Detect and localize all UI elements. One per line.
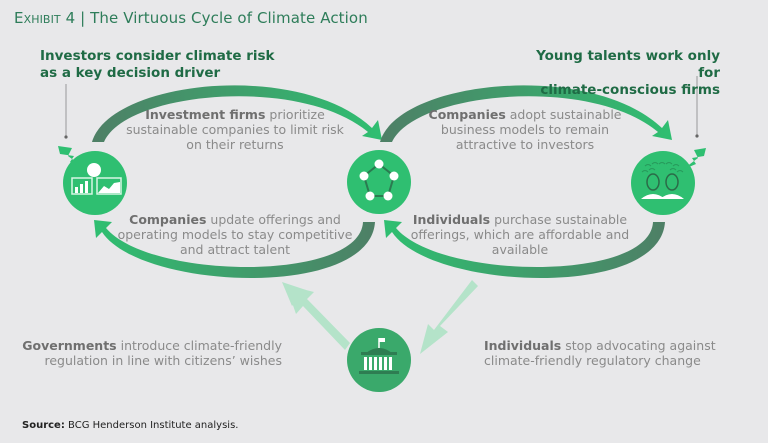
- text-companies-update: Companies update offerings and operating…: [115, 212, 355, 257]
- source-note: Source: BCG Henderson Institute analysis…: [22, 420, 238, 431]
- network-pentagon-icon: [347, 150, 411, 214]
- heading-talents-line2: climate-conscious firms: [540, 82, 720, 98]
- bold: Companies: [428, 107, 506, 122]
- arc-bottom-right: [384, 220, 665, 278]
- text-individuals-purchase: Individuals purchase sustainable offerin…: [405, 212, 635, 257]
- line2: operating models to stay competitive: [117, 227, 353, 242]
- arc-top-left: [92, 85, 382, 142]
- rest: stop advocating against: [561, 338, 716, 353]
- line2: offerings, which are affordable and: [410, 227, 630, 242]
- title-text: The Virtuous Cycle of Climate Action: [90, 9, 368, 27]
- line3: and attract talent: [179, 242, 291, 257]
- rest: purchase sustainable: [490, 212, 628, 227]
- text-individuals-stop: Individuals stop advocating against clim…: [484, 338, 724, 368]
- line2: business models to remain: [440, 122, 610, 137]
- arrow-up-left: [286, 285, 350, 350]
- lightning-icon: [682, 148, 706, 170]
- talent-people-icon: [631, 151, 695, 215]
- rest: update offerings and: [206, 212, 341, 227]
- heading-investors-line2: as a key decision driver: [40, 65, 221, 81]
- exhibit-label: Exhibit 4: [14, 9, 76, 27]
- bold: Individuals: [412, 212, 491, 227]
- heading-investors-line1: Investors consider climate risk: [40, 48, 275, 64]
- rest: prioritize: [265, 107, 325, 122]
- text-investment-firms: Investment firms prioritize sustainable …: [120, 107, 350, 152]
- line3: attractive to investors: [455, 137, 595, 152]
- exhibit-title: Exhibit 4 | The Virtuous Cycle of Climat…: [14, 9, 368, 27]
- bold: Individuals: [484, 338, 562, 353]
- title-separator: |: [80, 9, 86, 27]
- investor-chart-icon: [63, 151, 127, 215]
- bold: Investment firms: [145, 107, 266, 122]
- bold: Companies: [129, 212, 207, 227]
- text-governments: Governments introduce climate-friendly r…: [20, 338, 282, 368]
- line2: climate-friendly regulatory change: [484, 353, 701, 368]
- rest: introduce climate-friendly: [116, 338, 282, 353]
- text-companies-adopt: Companies adopt sustainable business mod…: [410, 107, 640, 152]
- line2: sustainable companies to limit risk: [126, 122, 344, 137]
- heading-talents-line1: Young talents work only for: [536, 48, 720, 81]
- line2: regulation in line with citizens’ wishes: [44, 353, 282, 368]
- heading-investors: Investors consider climate risk as a key…: [40, 48, 275, 82]
- lightning-icon: [58, 146, 84, 168]
- heading-talents: Young talents work only for climate-cons…: [536, 48, 720, 99]
- bold: Governments: [22, 338, 117, 353]
- line3: on their returns: [186, 137, 284, 152]
- source-label: Source:: [22, 420, 65, 431]
- arc-top-right: [380, 85, 672, 142]
- arrow-down-left: [420, 280, 478, 354]
- line3: available: [491, 242, 549, 257]
- source-text: BCG Henderson Institute analysis.: [64, 420, 239, 431]
- arc-bottom-left: [94, 220, 375, 278]
- rest: adopt sustainable: [505, 107, 622, 122]
